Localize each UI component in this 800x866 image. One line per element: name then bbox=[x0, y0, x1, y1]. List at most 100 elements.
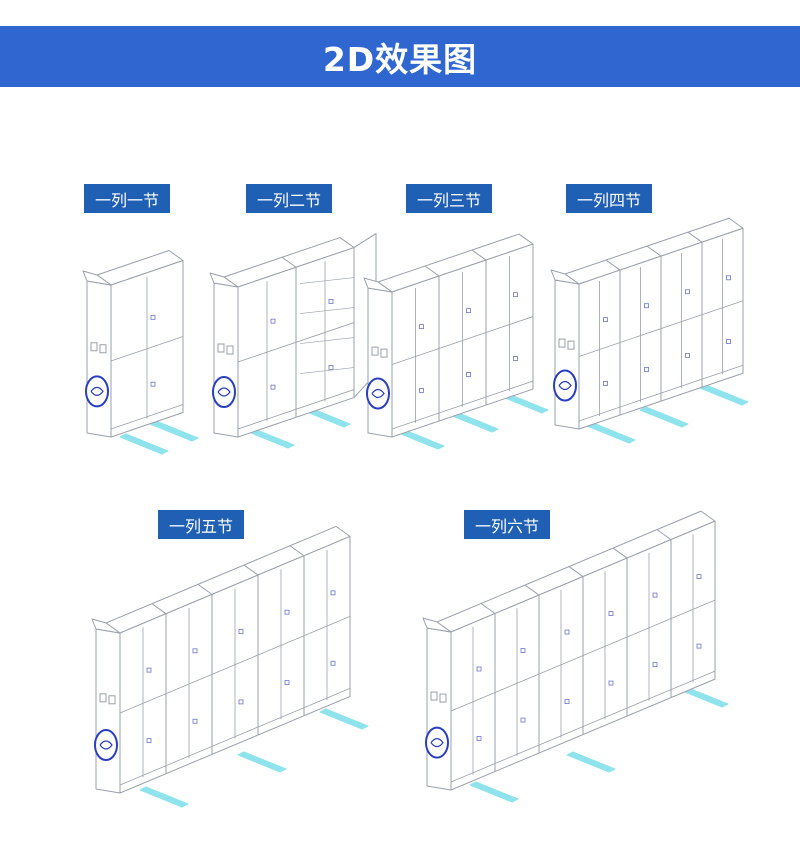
base-strip bbox=[119, 688, 351, 786]
mid-line bbox=[237, 322, 355, 363]
door-handle bbox=[192, 648, 198, 654]
top-rib bbox=[471, 249, 487, 261]
top-rib bbox=[568, 566, 584, 577]
door-handle bbox=[150, 381, 156, 387]
end-panel-top bbox=[550, 269, 580, 285]
end-panel-top bbox=[363, 277, 393, 293]
brand-logo-icon bbox=[553, 369, 577, 402]
control-button bbox=[430, 691, 438, 701]
door-handle bbox=[466, 372, 471, 377]
door-handle bbox=[726, 339, 731, 345]
door-handle bbox=[150, 314, 156, 320]
floor-rail bbox=[639, 406, 689, 428]
door-handle bbox=[419, 324, 424, 330]
logo-mark bbox=[430, 738, 444, 748]
door-handle bbox=[284, 680, 290, 685]
door-handle bbox=[330, 660, 336, 666]
control-button bbox=[99, 693, 107, 703]
end-panel bbox=[426, 627, 452, 791]
door-handle bbox=[652, 592, 658, 598]
top-rib bbox=[243, 564, 259, 576]
shelf-line bbox=[299, 307, 355, 314]
door-handle bbox=[520, 648, 526, 653]
mid-line bbox=[578, 300, 744, 357]
door-handle bbox=[685, 289, 690, 295]
control-button bbox=[217, 343, 225, 353]
page-title: 2D效果图 bbox=[322, 39, 478, 79]
brand-logo-icon bbox=[94, 729, 118, 761]
base-strip bbox=[391, 380, 534, 430]
door-handle bbox=[270, 318, 276, 324]
door-handle bbox=[146, 738, 152, 743]
shelf-line bbox=[299, 277, 355, 284]
door-handle bbox=[696, 643, 702, 649]
door-handle bbox=[564, 629, 570, 635]
door-handle bbox=[476, 736, 482, 741]
label-2: 一列二节 bbox=[246, 184, 332, 213]
mid-line bbox=[391, 316, 534, 365]
door-handle bbox=[520, 717, 526, 723]
door-handle bbox=[726, 275, 731, 281]
door-handle bbox=[696, 574, 702, 579]
door-handle bbox=[330, 590, 336, 596]
top-rib bbox=[480, 603, 496, 614]
logo-mark bbox=[558, 380, 572, 391]
logo-mark bbox=[99, 740, 113, 750]
floor-rail bbox=[566, 751, 616, 773]
brand-logo-icon bbox=[425, 726, 449, 759]
door-handle bbox=[603, 381, 608, 386]
base-strip bbox=[578, 364, 744, 422]
end-panel bbox=[367, 287, 393, 438]
floor-rail bbox=[586, 422, 636, 444]
floor-rail bbox=[119, 433, 169, 455]
end-panel-top bbox=[422, 617, 452, 633]
control-button bbox=[567, 340, 575, 350]
top-rib bbox=[424, 265, 440, 277]
door-handle bbox=[192, 718, 198, 724]
door-handle bbox=[685, 353, 690, 358]
door-handle bbox=[476, 666, 482, 672]
door-handle bbox=[238, 699, 244, 705]
door-handle bbox=[328, 299, 334, 304]
end-panel bbox=[86, 280, 112, 438]
top-rib bbox=[646, 245, 662, 257]
door-handle bbox=[608, 611, 614, 616]
top-rib bbox=[289, 545, 305, 557]
door-handle bbox=[146, 667, 152, 673]
door-handle bbox=[328, 365, 334, 370]
base-strip bbox=[237, 389, 355, 430]
mid-line bbox=[450, 599, 716, 712]
control-button bbox=[371, 346, 379, 356]
door-handle bbox=[603, 317, 608, 323]
mid-line bbox=[110, 336, 184, 362]
floor-rail bbox=[149, 420, 199, 442]
label-3: 一列三节 bbox=[406, 184, 492, 213]
control-button bbox=[439, 693, 447, 703]
floor-rail bbox=[139, 786, 189, 808]
door-handle bbox=[466, 308, 471, 314]
mid-line bbox=[119, 616, 351, 714]
end-panel bbox=[213, 282, 239, 438]
control-button bbox=[90, 342, 98, 352]
top-rib bbox=[656, 529, 672, 541]
top-rib bbox=[687, 231, 703, 243]
logo-mark bbox=[217, 387, 231, 397]
end-panel-top bbox=[91, 618, 121, 634]
top-rib bbox=[524, 584, 540, 596]
brand-logo-icon bbox=[212, 376, 236, 408]
label-1: 一列一节 bbox=[84, 184, 170, 213]
base-strip bbox=[110, 404, 184, 430]
top-rib bbox=[197, 583, 213, 595]
floor-rail bbox=[319, 708, 369, 730]
door-handle bbox=[652, 662, 658, 667]
door-handle bbox=[284, 609, 290, 615]
door-handle bbox=[564, 699, 570, 704]
floor-rail bbox=[469, 781, 519, 803]
header-banner: 2D效果图 bbox=[0, 26, 800, 87]
control-button bbox=[108, 695, 116, 705]
control-button bbox=[380, 348, 388, 358]
label-4: 一列四节 bbox=[566, 184, 652, 213]
logo-mark bbox=[371, 388, 385, 399]
door-handle bbox=[419, 388, 424, 393]
